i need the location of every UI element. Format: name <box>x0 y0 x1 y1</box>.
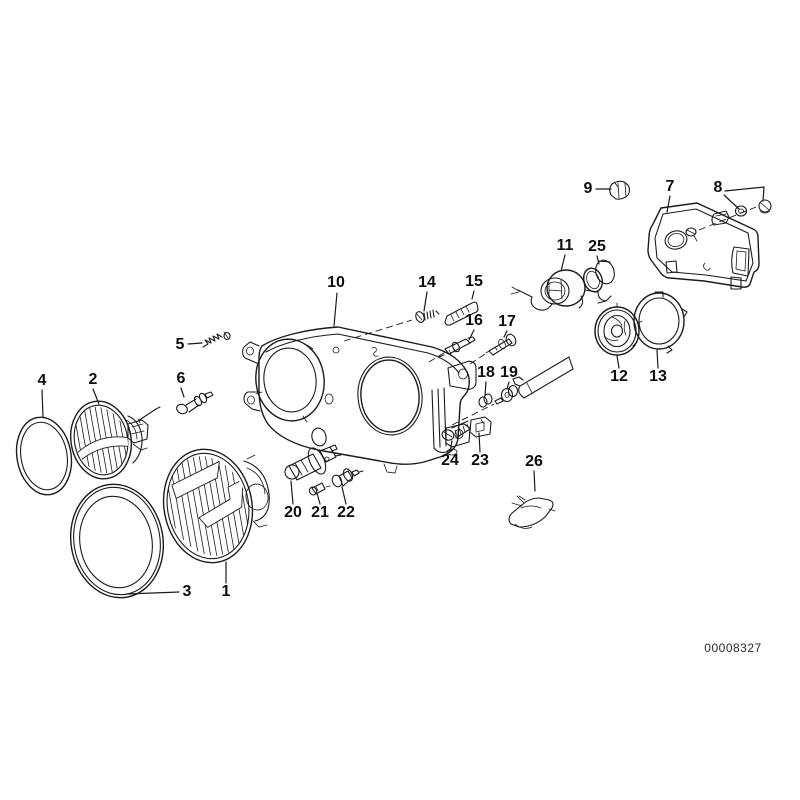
callout-8: 8 <box>713 179 723 196</box>
part-5-spring-drawing <box>202 331 231 348</box>
callout-19: 19 <box>500 364 518 381</box>
callout-15: 15 <box>465 273 483 290</box>
callout-23: 23 <box>471 452 489 469</box>
part-2-small-lens-drawing <box>69 400 161 481</box>
callout-14: 14 <box>418 274 436 291</box>
callout-12: 12 <box>610 368 628 385</box>
part-14-screw-drawing <box>415 309 440 323</box>
part-6-screw-drawing <box>176 391 214 415</box>
callout-4: 4 <box>37 372 47 389</box>
callout-25: 25 <box>588 238 606 255</box>
part-19-adjuster-rod-drawing <box>494 356 574 405</box>
part-11-socket-drawing <box>510 269 586 311</box>
document-code: 00008327 <box>704 641 762 655</box>
part-23-clip-nut-drawing <box>469 416 492 438</box>
part-26-connector-drawing <box>508 495 556 529</box>
callout-11: 11 <box>556 237 574 254</box>
part-4-seal-ring-drawing <box>15 416 73 496</box>
part-18-grommet-drawing <box>478 393 493 408</box>
callout-7: 7 <box>665 178 675 195</box>
part-10-housing-drawing <box>242 326 477 474</box>
part-3-trim-ring-drawing <box>69 483 165 599</box>
part-15-pin-drawing <box>444 301 479 326</box>
part-8-fasteners-drawing <box>734 199 772 217</box>
part-21-small-bulb-drawing <box>308 482 331 496</box>
part-9-clip-drawing <box>609 180 631 200</box>
callout-2: 2 <box>88 371 98 388</box>
part-22-bulb-socket-drawing <box>331 468 364 488</box>
callout-21: 21 <box>311 504 329 521</box>
part-13-retaining-ring-drawing <box>632 291 688 354</box>
callout-6: 6 <box>176 370 186 387</box>
construction-axes <box>343 206 757 426</box>
callout-5: 5 <box>175 336 185 353</box>
callout-16: 16 <box>465 312 483 329</box>
callout-18: 18 <box>477 364 495 381</box>
part-1-headlight-lens-drawing <box>161 444 270 568</box>
part-20-bulb-drawing <box>284 444 342 481</box>
callout-9: 9 <box>583 180 593 197</box>
callout-3: 3 <box>182 583 192 600</box>
callout-26: 26 <box>525 453 543 470</box>
part-16-bulb-holder-drawing <box>438 336 476 358</box>
callout-20: 20 <box>284 504 302 521</box>
part-24-screw-drawing <box>441 420 471 441</box>
part-25-sleeve-drawing <box>582 259 615 304</box>
callout-1: 1 <box>221 583 231 600</box>
callout-24: 24 <box>441 452 459 469</box>
callout-17: 17 <box>498 313 516 330</box>
part-17-adjusting-screw-drawing <box>485 333 517 356</box>
callout-10: 10 <box>327 274 345 291</box>
callout-22: 22 <box>337 504 355 521</box>
part-7-cover-panel-drawing <box>647 202 760 290</box>
callout-13: 13 <box>649 368 667 385</box>
